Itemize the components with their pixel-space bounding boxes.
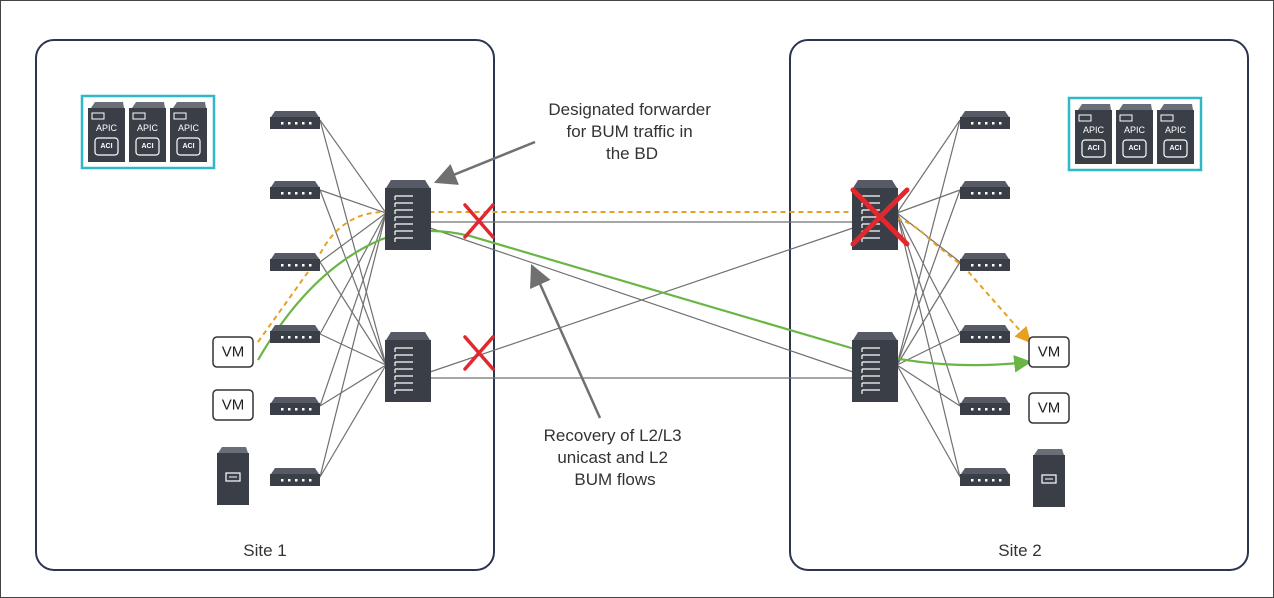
leaf-spine-link: [319, 212, 387, 263]
failure-x-mark-spine: [850, 187, 910, 247]
failure-x-mark-link-2: [463, 335, 495, 371]
leaf-spine-link: [896, 119, 961, 366]
recovery-line-2: unicast and L2: [557, 448, 668, 467]
leaf-switch-icon: [960, 325, 1010, 343]
apic-label: APIC: [1124, 125, 1146, 135]
site-2-box: [789, 39, 1249, 571]
failure-x-mark-link-1: [463, 203, 495, 239]
leaf-spine-link: [319, 189, 387, 366]
apic-server-icon: APIC ACI: [170, 102, 207, 162]
leaf-switch-icon: [270, 325, 320, 343]
recovery-arrow: [530, 263, 602, 419]
apic-server-icon: APIC ACI: [88, 102, 125, 162]
leaf-switch-icon: [270, 253, 320, 271]
leaf-spine-link: [896, 364, 961, 478]
endpoints: VM VM VM VM: [212, 336, 1070, 507]
leaf-spine-link: [319, 261, 387, 366]
server-icon: [1033, 449, 1065, 507]
leaf-spine-link: [896, 212, 961, 478]
leaf-spine-link: [896, 364, 961, 407]
vm-label: VM: [1038, 344, 1061, 361]
vm-label: VM: [222, 397, 245, 414]
aci-badge: ACI: [182, 143, 194, 150]
leaf-spine-link: [319, 364, 387, 407]
df-line-2: for BUM traffic in: [566, 122, 692, 141]
aci-badge: ACI: [141, 143, 153, 150]
leaf-switch-icon: [960, 111, 1010, 129]
site-1-box: [35, 39, 495, 571]
leaf-spine-link: [896, 119, 961, 214]
vm-label: VM: [1038, 400, 1061, 417]
leaf-spine-link: [319, 364, 387, 478]
apic-server-icon: APIC ACI: [1075, 104, 1112, 164]
unicast-flow-path: [257, 229, 1032, 373]
spine-switches: [385, 180, 898, 402]
leaf-spine-link: [896, 189, 961, 214]
apic-label: APIC: [1165, 125, 1187, 135]
leaf-switch-icon: [960, 253, 1010, 271]
recovery-label: Recovery of L2/L3 unicast and L2 BUM flo…: [544, 426, 687, 489]
vm-icon: VM: [1028, 392, 1070, 424]
spine-switch-icon: [385, 180, 431, 250]
leaf-switch-icon: [270, 111, 320, 129]
leaf-spine-link: [896, 261, 961, 366]
leaf-spine-link: [319, 212, 387, 335]
vm-label: VM: [222, 344, 245, 361]
leaf-spine-link: [896, 189, 961, 366]
leaf-switch-icon: [960, 468, 1010, 486]
leaf-spine-link: [319, 189, 387, 214]
leaf-spine-link: [319, 119, 387, 366]
leaf-switch-icon: [960, 181, 1010, 199]
recovery-line-3: BUM flows: [574, 470, 655, 489]
apic-cluster-site-2: APIC ACI APIC ACI APIC ACI: [1067, 96, 1203, 172]
apic-label: APIC: [96, 123, 118, 133]
aci-badge: ACI: [1128, 145, 1140, 152]
leaf-switch-icon: [270, 468, 320, 486]
leaf-spine-link: [319, 119, 387, 214]
vm-icon: VM: [212, 336, 254, 368]
leaf-spine-link: [896, 212, 961, 335]
apic-server-icon: APIC ACI: [1116, 104, 1153, 164]
leaf-switch-icon: [270, 181, 320, 199]
leaf-switch-icon: [960, 397, 1010, 415]
inter-site-link: [429, 227, 854, 373]
vm-icon: VM: [1028, 336, 1070, 368]
apic-cluster-site-1: APIC ACI APIC ACI APIC ACI: [80, 94, 216, 170]
df-line-1: Designated forwarder: [548, 100, 711, 119]
leaf-switch-icon: [270, 397, 320, 415]
leaf-spine-link: [319, 212, 387, 478]
recovery-line-1: Recovery of L2/L3: [544, 426, 682, 445]
designated-forwarder-label: Designated forwarder for BUM traffic in …: [548, 100, 715, 163]
site-1-label: Site 1: [243, 541, 286, 560]
aci-badge: ACI: [100, 143, 112, 150]
leaf-spine-link: [319, 333, 387, 366]
aci-badge: ACI: [1169, 145, 1181, 152]
spine-switch-icon: [385, 332, 431, 402]
df-line-3: the BD: [606, 144, 658, 163]
aci-badge: ACI: [1087, 145, 1099, 152]
server-icon: [217, 447, 249, 505]
fabric-links: [319, 119, 961, 478]
apic-label: APIC: [1083, 125, 1105, 135]
spine-switch-icon: [852, 332, 898, 402]
leaf-spine-link: [319, 212, 387, 407]
bum-flow-path: [257, 211, 1032, 344]
leaf-switches: [270, 111, 1010, 486]
apic-label: APIC: [178, 123, 200, 133]
vm-icon: VM: [212, 389, 254, 421]
apic-server-icon: APIC ACI: [129, 102, 166, 162]
site-2-label: Site 2: [998, 541, 1041, 560]
apic-server-icon: APIC ACI: [1157, 104, 1194, 164]
designated-forwarder-arrow: [433, 140, 536, 185]
apic-label: APIC: [137, 123, 159, 133]
